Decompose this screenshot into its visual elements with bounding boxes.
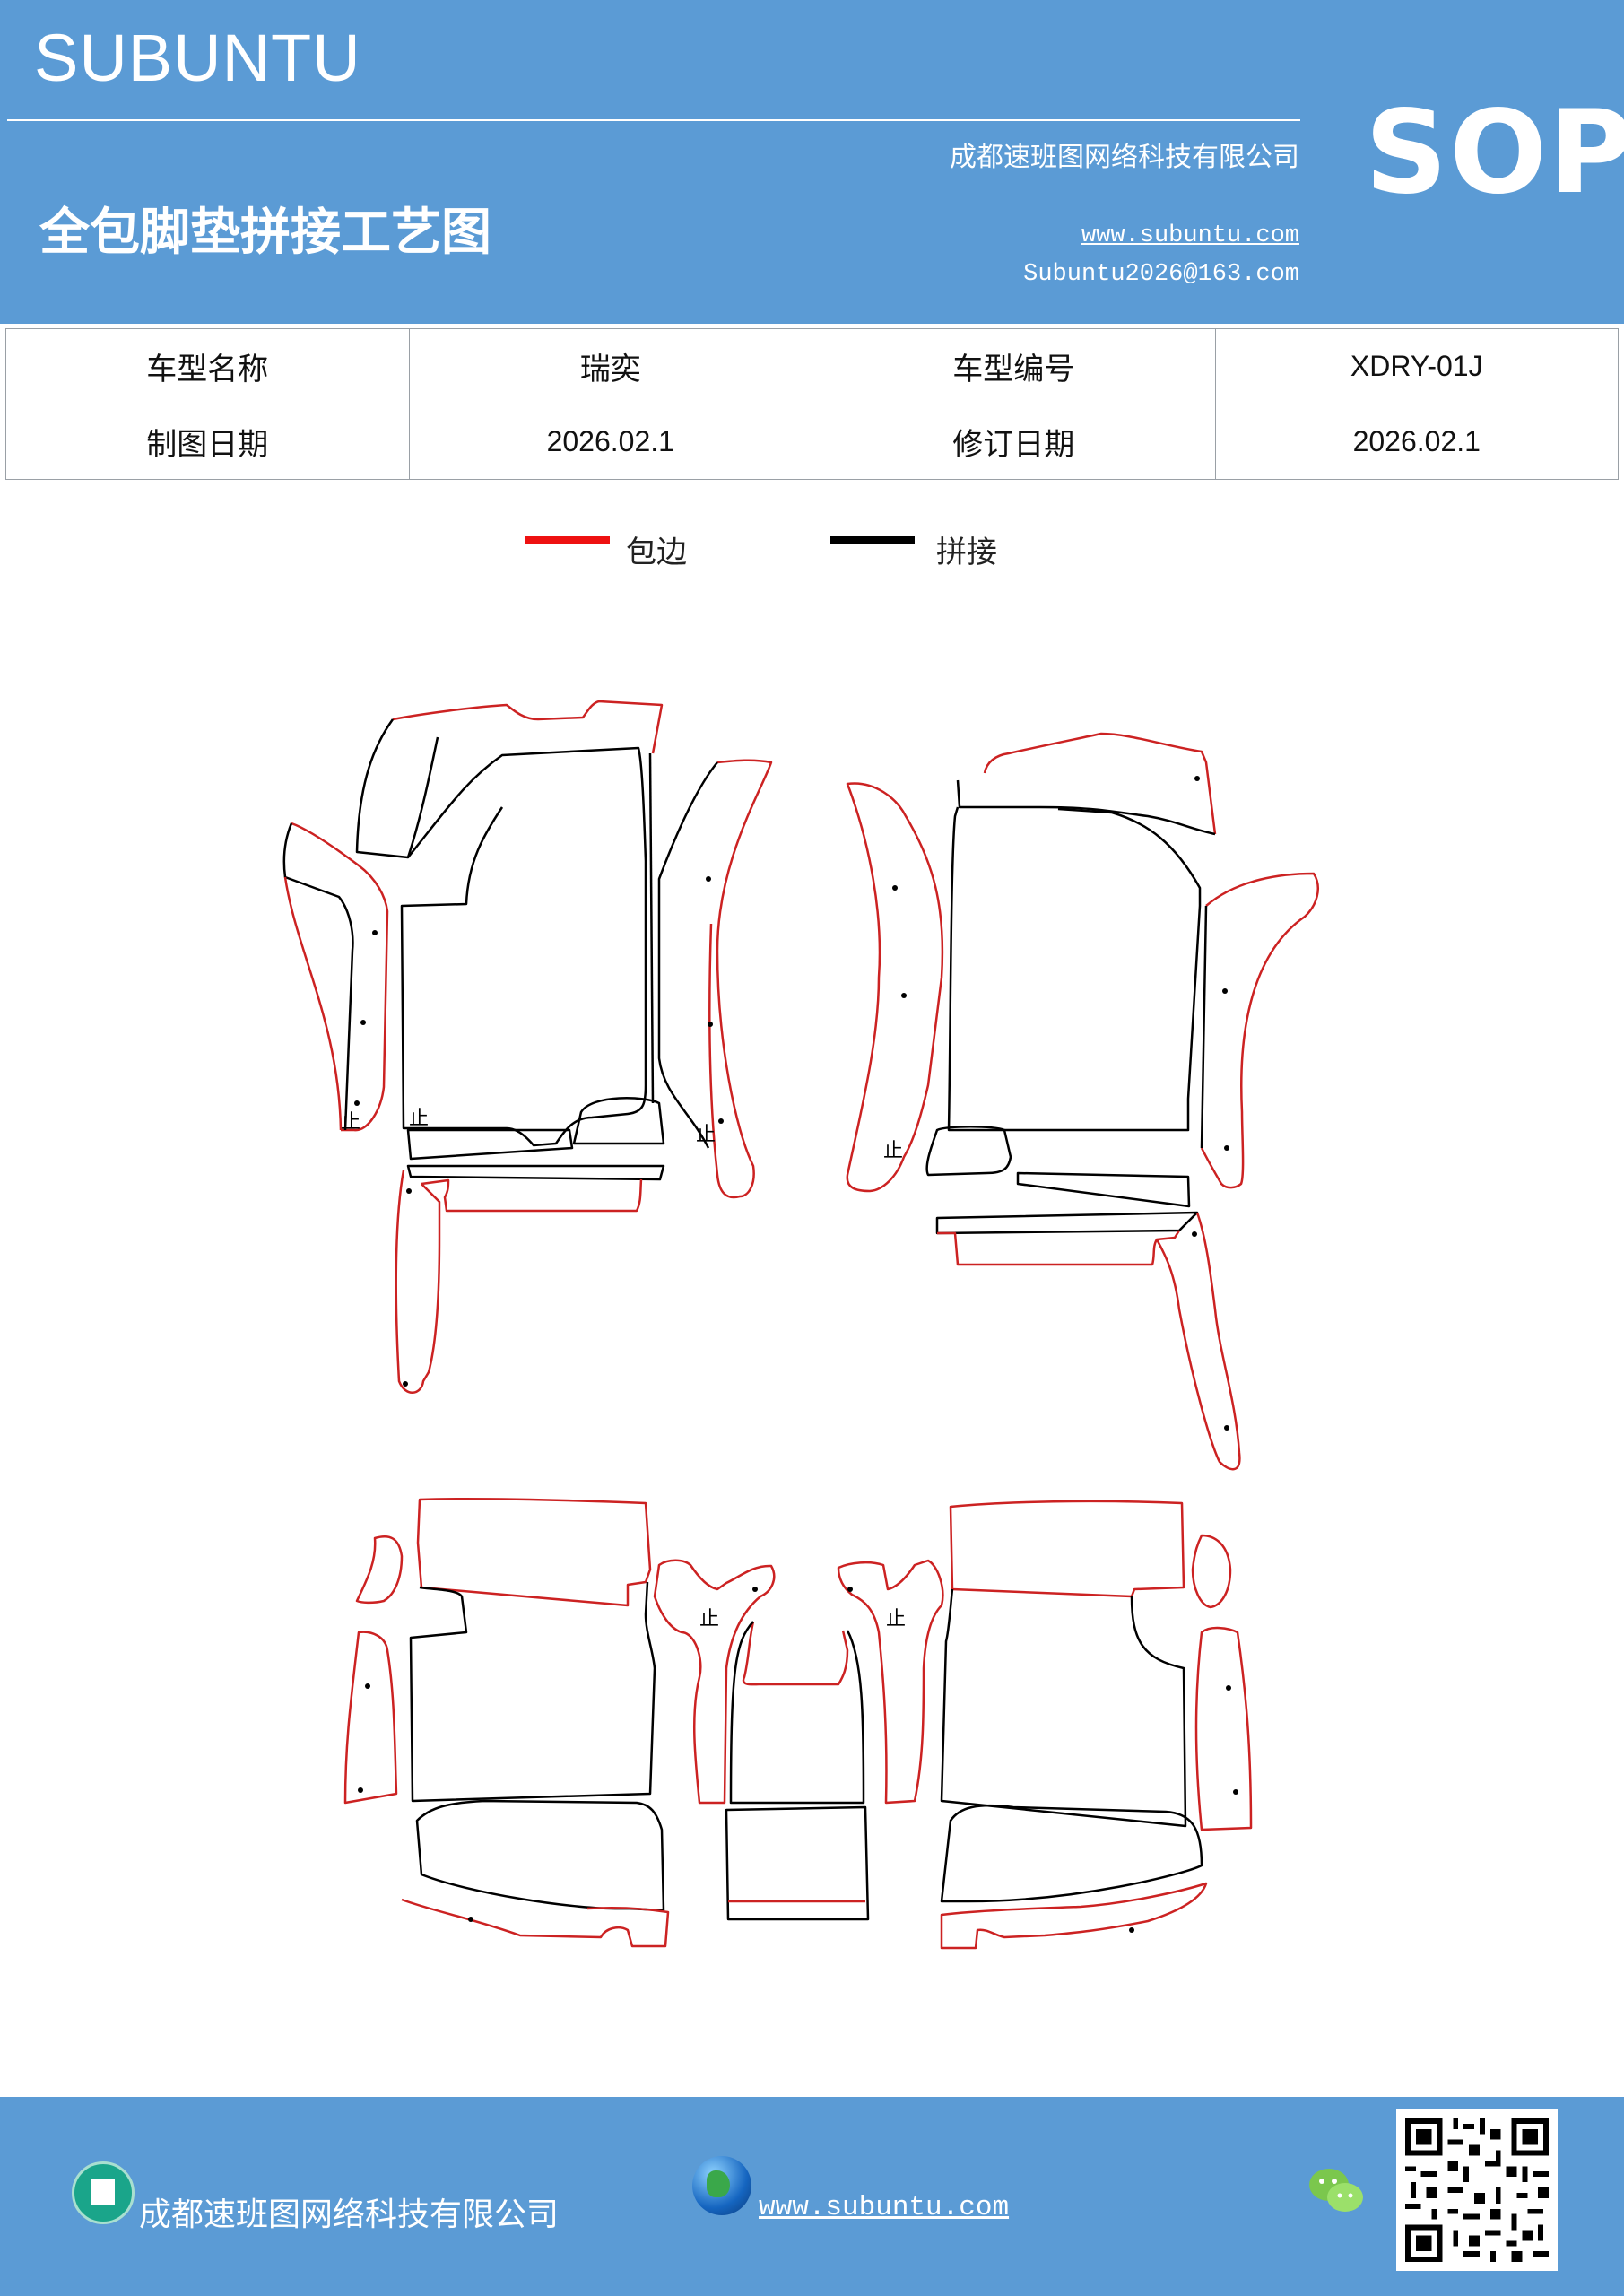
stop-mark: 止 [886, 1608, 906, 1631]
mat-piece-edge [837, 1559, 944, 1805]
building-icon [72, 2161, 135, 2224]
mat-piece-seam [657, 761, 718, 1149]
mat-piece-seam [947, 806, 1202, 1132]
mat-piece-seam [729, 1621, 865, 1805]
mat-piece-edge [392, 700, 664, 754]
mat-piece-edge [355, 1535, 404, 1605]
brand-name: SUBUNTU [34, 21, 361, 95]
table-row: 制图日期 2026.02.1 修订日期 2026.02.1 [5, 404, 1619, 480]
model-name-label: 车型名称 [5, 328, 410, 404]
mat-piece-edge [421, 1178, 643, 1213]
mat-piece-edge [416, 1497, 652, 1607]
mat-piece-edge [653, 1559, 776, 1805]
draw-date-value: 2026.02.1 [408, 404, 812, 480]
vehicle-info-table: 车型名称 瑞奕 车型编号 XDRY-01J 制图日期 2026.02.1 修订日… [5, 328, 1619, 480]
revision-date-label: 修订日期 [812, 404, 1216, 480]
mat-piece-seam [409, 1581, 656, 1803]
email-address: Subuntu2026@163.com [1023, 261, 1299, 288]
mat-piece-seam [406, 1128, 574, 1161]
mat-piece-seam [400, 746, 647, 1147]
marker-dots [354, 776, 1238, 1933]
stop-mark: 止 [341, 1111, 360, 1134]
mat-piece-edge [708, 759, 773, 1199]
mat-piece-edge [1200, 872, 1319, 1189]
header-divider [7, 119, 1300, 121]
footer-website-link[interactable]: www.subuntu.com [759, 2192, 1010, 2223]
legend-swatch-edging [525, 536, 610, 544]
mat-piece-seam [406, 1164, 665, 1181]
mat-piece-edge [937, 1230, 1181, 1266]
mat-piece-seam [1016, 1171, 1191, 1208]
stop-mark: 止 [699, 1608, 719, 1631]
mat-piece-seam [940, 1804, 1203, 1903]
revision-date-value: 2026.02.1 [1214, 404, 1619, 480]
wechat-icon[interactable] [1304, 2163, 1367, 2217]
stop-mark: 止 [409, 1108, 429, 1130]
model-name-value: 瑞奕 [408, 328, 812, 404]
mat-piece-edge [343, 1631, 398, 1805]
stop-mark: 止 [696, 1124, 716, 1146]
mat-piece-edge [949, 1500, 1185, 1598]
mat-piece-seam [956, 779, 1216, 836]
mat-piece-edge [395, 1170, 441, 1394]
mat-piece-seam [1200, 905, 1208, 1149]
mat-piece-edge [983, 732, 1217, 835]
mat-piece-edge [291, 822, 389, 1132]
mat-piece-seam [282, 822, 354, 1131]
mat-pattern-drawing: 止 止 止 止 止 止 [282, 700, 1319, 1950]
mat-piece-edge [846, 782, 944, 1193]
mat-piece-seam [725, 1805, 870, 1921]
footer-company-name: 成都速班图网络科技有限公司 [139, 2196, 560, 2233]
mat-piece-seam [355, 718, 439, 859]
mat-piece-seam [572, 1097, 665, 1145]
table-row: 车型名称 瑞奕 车型编号 XDRY-01J [5, 328, 1619, 404]
mat-piece-edge [1194, 1626, 1253, 1831]
qr-code[interactable] [1396, 2109, 1558, 2271]
stop-mark: 止 [883, 1140, 903, 1162]
legend-label-seam: 拼接 [936, 535, 997, 570]
page-header [0, 0, 1624, 324]
mat-piece-edge [401, 1898, 670, 1948]
mat-piece-seam [935, 1211, 1199, 1235]
page-title: 全包脚垫拼接工艺图 [39, 203, 491, 262]
mat-piece-edge [283, 876, 343, 1131]
company-name: 成都速班图网络科技有限公司 [950, 142, 1299, 173]
legend-label-edging: 包边 [626, 535, 687, 570]
mat-piece-edge [1155, 1212, 1241, 1471]
website-link[interactable]: www.subuntu.com [1081, 222, 1299, 249]
legend-swatch-seam [830, 536, 915, 544]
globe-icon [692, 2156, 751, 2215]
mat-piece-seam [415, 1799, 665, 1912]
model-code-value: XDRY-01J [1214, 328, 1619, 404]
draw-date-label: 制图日期 [5, 404, 410, 480]
mat-piece-edge [940, 1882, 1208, 1950]
model-code-label: 车型编号 [812, 328, 1216, 404]
mat-piece-seam [648, 752, 655, 1104]
sop-badge: SOP [1365, 86, 1624, 220]
mat-piece-edge [1191, 1534, 1232, 1609]
mat-piece-edge [742, 1621, 849, 1686]
mat-piece-seam [940, 1588, 1187, 1828]
mat-piece-seam [925, 1126, 1012, 1177]
